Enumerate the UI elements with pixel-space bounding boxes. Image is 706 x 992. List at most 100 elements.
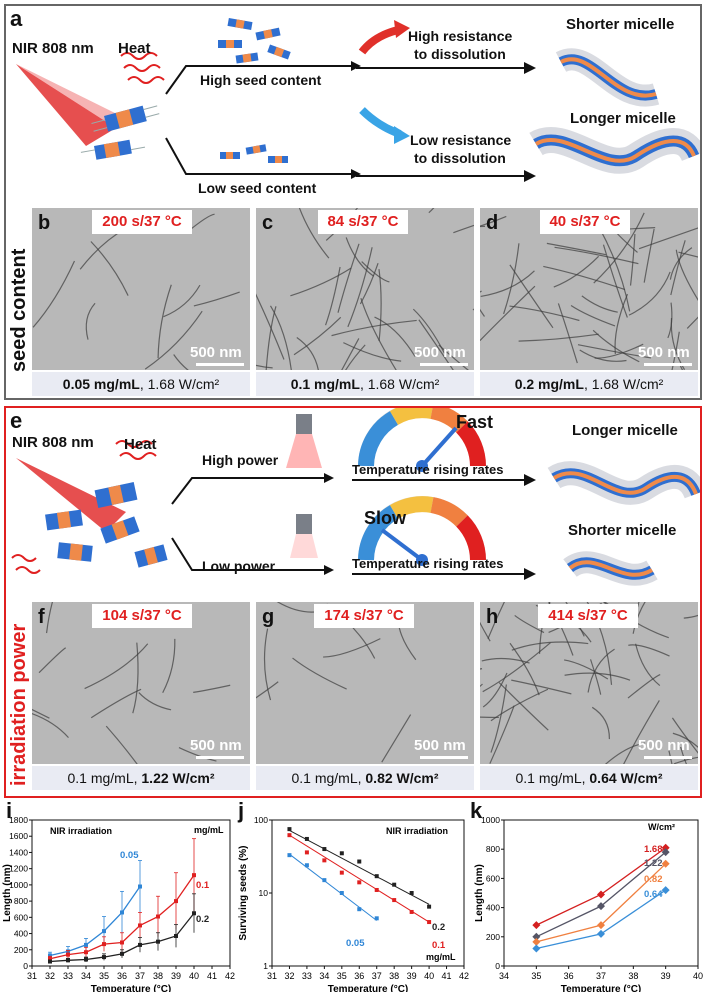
tem-image-g-fibers [256, 602, 417, 763]
micelle-fiber [482, 672, 508, 708]
data-point [357, 859, 362, 864]
micelle-fiber [337, 243, 360, 313]
micelle-fiber [546, 242, 607, 256]
micelle-fiber [543, 265, 626, 291]
data-point [102, 955, 106, 960]
x-tick-label: 40 [424, 971, 434, 981]
micelle-fiber [614, 293, 629, 355]
scalebar-f [196, 756, 244, 759]
micelle-fiber [105, 725, 138, 764]
series-label: 0.64 [644, 889, 663, 900]
micelle-fiber [256, 364, 273, 369]
shorter-micelle-mid: Shorter micelle [568, 522, 677, 539]
tem-c-title: 84 s/37 °C [318, 210, 408, 234]
data-point [120, 940, 124, 945]
tem-f-caption: 0.1 mg/mL, 1.22 W/cm² [32, 766, 250, 790]
data-point [339, 851, 344, 856]
scalebar-b [196, 363, 244, 366]
micelle-fiber [138, 692, 172, 711]
data-point [322, 878, 327, 883]
micelle-fiber [487, 602, 505, 640]
tem-d-caption: 0.2 mg/mL, 1.68 W/cm² [480, 372, 698, 396]
tem-g-caption-rest: 0.1 mg/mL, [291, 770, 366, 786]
micelle-fiber [623, 700, 660, 764]
data-point [192, 911, 196, 916]
micelle-fiber [381, 714, 412, 763]
y-tick-label: 400 [14, 929, 28, 939]
data-point [48, 959, 52, 964]
micelle-fiber [627, 674, 661, 699]
micelle-fiber [564, 672, 631, 681]
series-0.1: 0.1 [48, 838, 210, 962]
x-tick-label: 42 [225, 971, 235, 981]
x-tick-label: 40 [693, 971, 703, 981]
micelle-fiber [680, 746, 688, 764]
scale-text-d: 500 nm [638, 344, 690, 361]
y-tick-label: 600 [14, 912, 28, 922]
micelle-fiber [296, 337, 319, 370]
micelle-fiber [668, 750, 673, 764]
seed-content-label: seed content [8, 248, 30, 372]
x-tick-label: 40 [189, 971, 199, 981]
micelle-fiber [162, 638, 176, 693]
tem-image-d [480, 208, 698, 370]
x-tick-label: 42 [459, 971, 469, 981]
data-point [138, 884, 142, 889]
micelle-fiber [193, 291, 240, 307]
series-label: 0.2 [432, 922, 445, 933]
micelle-fiber [587, 648, 615, 693]
y-tick-label: 1600 [9, 831, 28, 841]
tem-image-c [256, 208, 474, 370]
micelle-fiber [45, 602, 54, 634]
micelle-fiber [323, 638, 381, 658]
data-point [409, 909, 414, 914]
panel-g-label: g [262, 606, 275, 628]
y-tick-label: 800 [486, 844, 500, 854]
micelle-fiber [577, 344, 652, 359]
tem-d-caption-bold: 0.2 mg/mL [514, 376, 584, 392]
data-point [661, 848, 670, 857]
high-res-line1: High resistance [408, 28, 513, 44]
micelle-fiber [428, 208, 435, 214]
series-0.1: 0.1 [287, 833, 446, 951]
data-point [597, 921, 605, 930]
micelle-fiber [298, 208, 330, 259]
x-tick-label: 38 [628, 971, 638, 981]
micelle-fiber [511, 641, 589, 651]
micelle-fiber [635, 643, 661, 687]
y-tick-label: 0 [23, 961, 28, 971]
x-tick-label: 36 [354, 971, 364, 981]
data-point [322, 858, 327, 863]
y-tick-label: 100 [254, 815, 268, 825]
micelle-fiber [453, 224, 474, 234]
micelle-fiber [256, 681, 279, 699]
tem-g-title: 174 s/37 °C [314, 604, 414, 628]
tem-c-caption-bold: 0.1 mg/mL [290, 376, 360, 392]
heat-label-mid: Heat [124, 436, 157, 453]
chart-annotation: NIR irradiation [50, 826, 112, 836]
tem-image-b [32, 208, 250, 370]
data-point [84, 942, 88, 947]
high-res-line2: to dissolution [414, 46, 506, 62]
y-tick-label: 200 [486, 932, 500, 942]
data-point [409, 891, 414, 895]
legend-title: mg/mL [194, 825, 224, 835]
micelle-fiber [90, 241, 129, 296]
micelle-fiber [518, 333, 599, 342]
y-tick-label: 800 [14, 896, 28, 906]
micelle-fiber [290, 267, 352, 297]
micelle-fiber [360, 298, 397, 370]
tem-b-caption-rest: , 1.68 W/cm² [139, 376, 220, 392]
x-tick-label: 35 [531, 971, 541, 981]
series-label: 0.05 [346, 938, 365, 949]
data-point [532, 932, 541, 941]
micelle-fiber [672, 732, 698, 748]
micelle-fiber [671, 331, 680, 370]
panel-j-label: j [238, 798, 245, 823]
micelle-fiber [157, 284, 172, 359]
micelle-fiber [193, 684, 231, 693]
data-point [392, 898, 397, 903]
panel-k-label: k [470, 798, 483, 823]
series-label: 0.1 [432, 940, 446, 951]
